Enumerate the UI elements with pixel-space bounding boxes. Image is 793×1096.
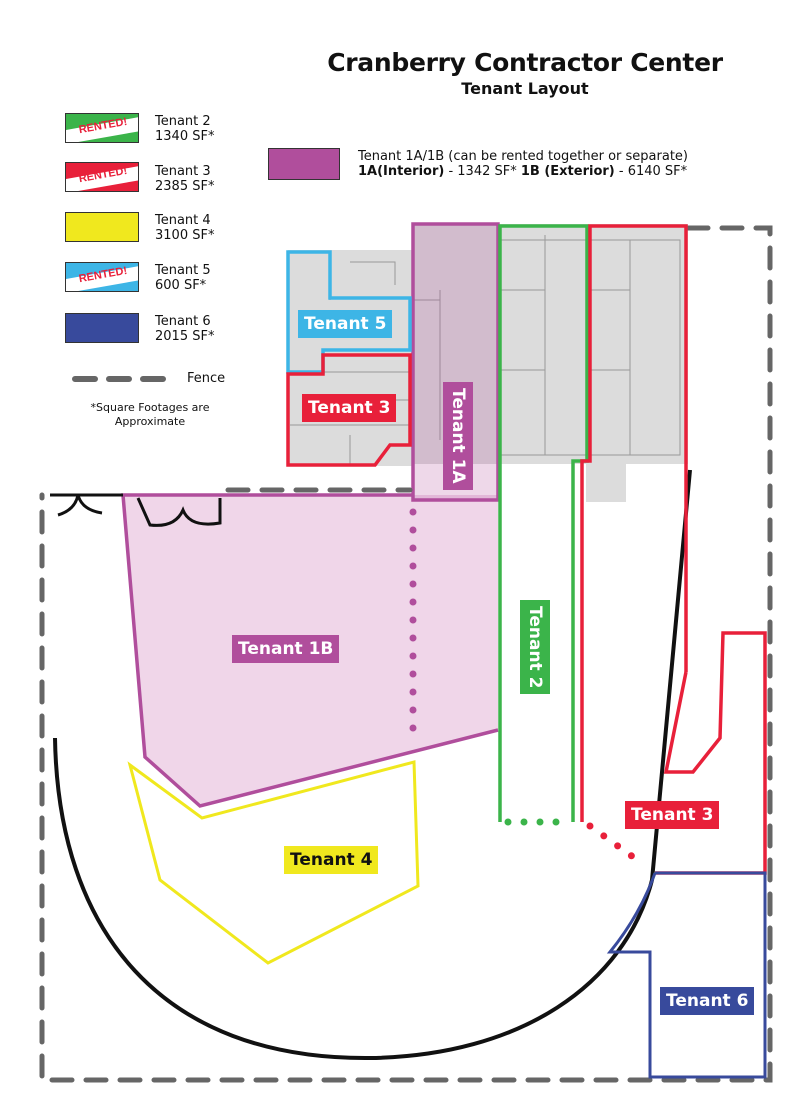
label-tenant-2: Tenant 2	[520, 600, 550, 695]
label-tenant-6: Tenant 6	[660, 987, 755, 1015]
legend-swatch-tenant-1	[268, 148, 340, 180]
page-title: Cranberry Contractor Center	[327, 48, 723, 77]
legend-swatch-tenant-2: RENTED!	[65, 113, 139, 143]
label-tenant-3: Tenant 3	[625, 801, 720, 829]
label-tenant-4: Tenant 4	[284, 846, 379, 874]
page-subtitle: Tenant Layout	[461, 79, 589, 98]
legend-swatch-tenant-4	[65, 212, 139, 242]
tenant-5-outline	[286, 250, 412, 374]
legend-swatch-tenant-5: RENTED!	[65, 262, 139, 292]
label-tenant-3-building: Tenant 3	[302, 394, 397, 422]
tenant-6-outline	[606, 871, 767, 1079]
legend-swatch-tenant-3: RENTED!	[65, 162, 139, 192]
legend-label-tenant-1: Tenant 1A/1B (can be rented together or …	[358, 149, 688, 179]
tenant-4-outline	[127, 760, 420, 965]
label-tenant-1b: Tenant 1B	[232, 635, 340, 663]
label-tenant-1a: Tenant 1A	[443, 382, 473, 490]
fence	[39, 225, 773, 1083]
gate-icon	[50, 493, 222, 527]
tenant-3-outline	[580, 224, 767, 875]
legend-label-fence: Fence	[187, 371, 226, 386]
tenant-1b-outline	[121, 493, 499, 808]
driveway-curve	[53, 469, 692, 1061]
tenant-2-outline	[498, 224, 589, 826]
label-tenant-5: Tenant 5	[298, 310, 393, 338]
legend-swatch-tenant-6	[65, 313, 139, 343]
tenant-3-building-outline	[286, 353, 412, 467]
